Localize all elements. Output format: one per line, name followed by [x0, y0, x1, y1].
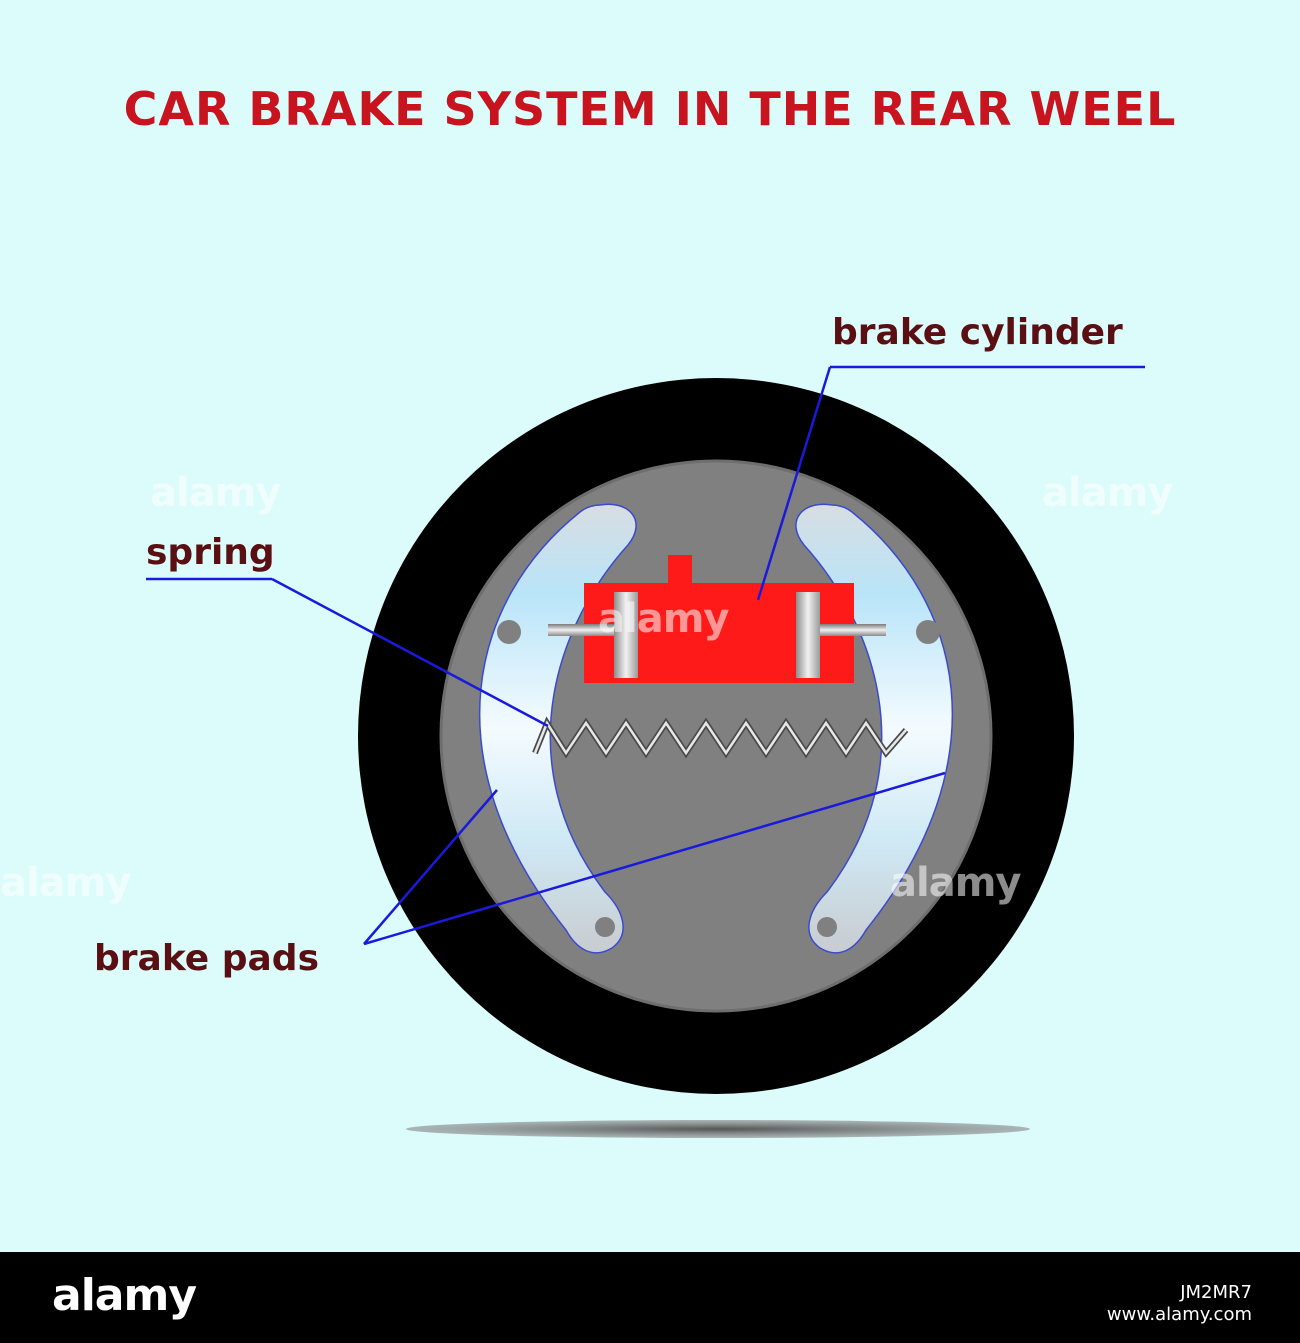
shoe-pivot-hole [916, 620, 940, 644]
label-brake-cylinder: brake cylinder [832, 312, 1123, 353]
shoe-pivot-hole [595, 917, 615, 937]
shoe-pivot-hole [817, 917, 837, 937]
footer-logo: alamy [52, 1270, 197, 1321]
image-id: JM2MR7 [1180, 1282, 1252, 1303]
leader-line-spring [146, 577, 549, 728]
site-url: www.alamy.com [1106, 1304, 1252, 1325]
brake-cylinder [548, 555, 886, 683]
watermark-logo: alamy [0, 860, 131, 906]
watermark-logo: alamy [1042, 470, 1173, 516]
watermark-logo: alamy [150, 470, 281, 516]
shoe-pivot-hole [497, 620, 521, 644]
leader-line-cylinder [756, 365, 1145, 601]
brake-shoe-right [795, 503, 954, 954]
wheel-shadow [406, 1120, 1030, 1138]
label-spring: spring [146, 532, 275, 573]
watermark-logo: alamy [598, 596, 729, 642]
piston-left [614, 592, 638, 678]
brake-shoe-left [478, 503, 637, 954]
label-brake-pads: brake pads [94, 938, 319, 979]
piston-rod-right [820, 624, 886, 636]
watermark-logo: alamy [890, 860, 1021, 906]
footer-bar: alamy JM2MR7 www.alamy.com [0, 1252, 1300, 1343]
diagram-canvas: CAR BRAKE SYSTEM IN THE REAR WEEL [0, 82, 1177, 1138]
piston-rod-left [548, 624, 618, 636]
footer-image-info: JM2MR7 www.alamy.com [1107, 1282, 1252, 1326]
piston-right [796, 592, 820, 678]
brake-diagram [146, 365, 1145, 1138]
leader-line-pads [363, 771, 946, 946]
diagram-title: CAR BRAKE SYSTEM IN THE REAR WEEL [123, 82, 1177, 136]
